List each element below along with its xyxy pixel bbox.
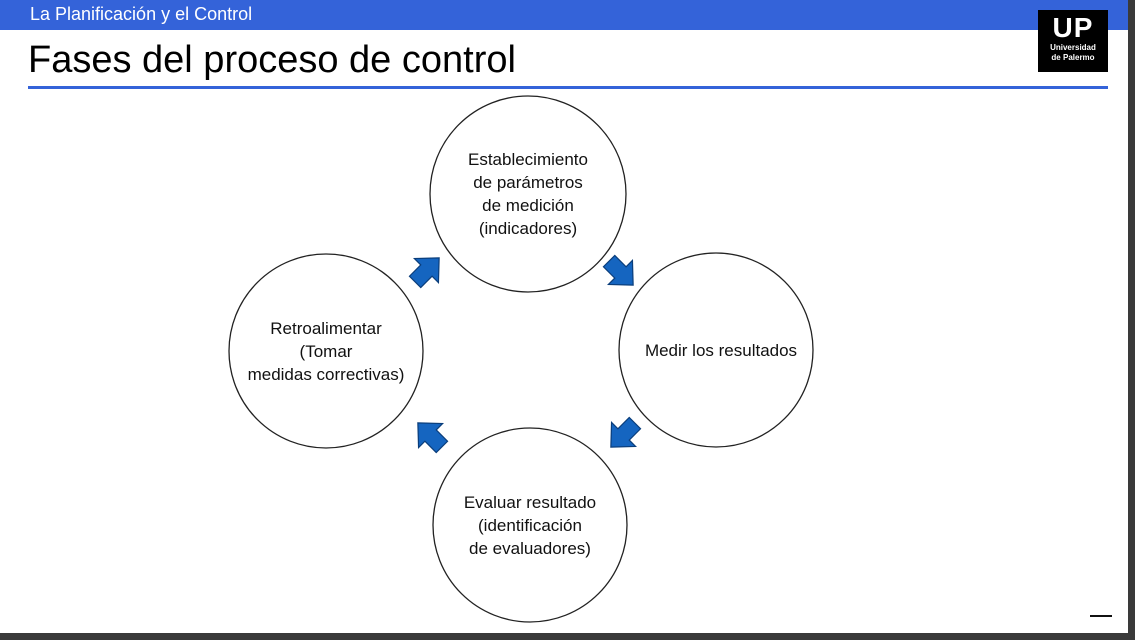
node-medir-line-1: Medir los resultados (644, 340, 798, 360)
section-title: La Planificación y el Control (30, 4, 253, 24)
node-retroalimentar-line-3: medidas correctivas) (247, 364, 405, 384)
top-bar: La Planificación y el Control (0, 0, 1128, 30)
arrow-to-medir (602, 254, 634, 286)
node-circle-evaluar (432, 427, 628, 623)
logo-line-2: de Palermo (1051, 53, 1095, 62)
node-establecimiento-line-1: Establecimiento (467, 150, 588, 169)
arrow-to-retroalimentar (417, 422, 449, 454)
node-retroalimentar-line-1: Retroalimentar (270, 318, 382, 338)
node-evaluar-line-3: de evaluadores) (469, 538, 591, 558)
node-retroalimentar: Retroalimentar (Tomar medidas correctiva… (236, 296, 416, 406)
page-marker-line (1090, 615, 1112, 617)
node-circle-medir (618, 252, 814, 448)
arrow-to-evaluar (610, 416, 642, 448)
node-establecimiento-line-3: de medición (482, 196, 574, 215)
node-circle-establecimiento (429, 95, 627, 293)
arrow-to-establecimiento (408, 257, 440, 289)
page-title: Fases del proceso de control (28, 39, 516, 81)
title-divider (28, 86, 1108, 89)
node-evaluar-line-1: Evaluar resultado (463, 492, 597, 512)
node-establecimiento-line-4: (indicadores) (478, 219, 578, 238)
node-evaluar-line-2: (identificación (478, 515, 582, 535)
node-evaluar: Evaluar resultado (identificación de eva… (440, 470, 620, 580)
node-circle-retroalimentar (228, 253, 424, 449)
window-shadow-right (1128, 0, 1135, 640)
logo-line-1: Universidad (1050, 43, 1096, 52)
university-logo: UP Universidad de Palermo (1038, 10, 1108, 72)
node-medir: Medir los resultados (626, 320, 816, 380)
window-shadow-bottom (0, 633, 1135, 640)
node-retroalimentar-line-2: (Tomar (299, 341, 353, 361)
node-establecimiento-line-2: de parámetros (473, 173, 583, 192)
node-establecimiento: Establecimiento de parámetros de medició… (438, 124, 618, 264)
logo-mark: UP (1052, 12, 1094, 43)
